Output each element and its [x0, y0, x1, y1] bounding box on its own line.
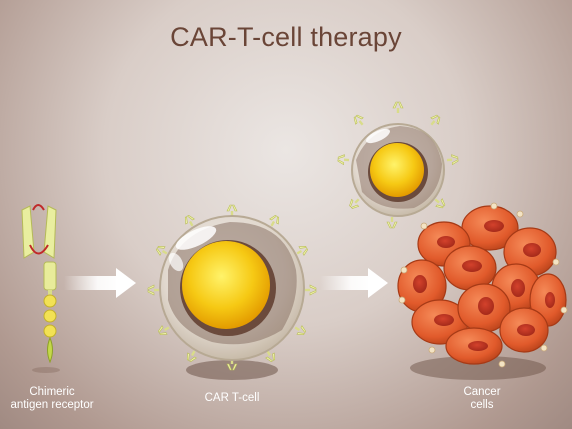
small-car-t-cell: [337, 101, 459, 229]
receptor-label: Chimeric antigen receptor: [0, 386, 104, 412]
cancer-cells: [397, 202, 568, 380]
arrow-1: [64, 268, 136, 298]
page-title: CAR-T-cell therapy: [170, 22, 402, 52]
cancer-cells-label: Cancer cells: [442, 386, 522, 412]
receptor-label-line-1: Chimeric: [29, 386, 75, 398]
arrow-2: [320, 268, 388, 298]
chimeric-antigen-receptor: [21, 204, 60, 373]
cancer-label-line-1: Cancer: [463, 386, 501, 398]
cancer-label-line-2: cells: [470, 399, 494, 411]
car-t-cell: [147, 204, 317, 380]
car-t-cell-label: CAR T-cell: [204, 392, 260, 404]
receptor-label-line-2: antigen receptor: [10, 399, 94, 411]
